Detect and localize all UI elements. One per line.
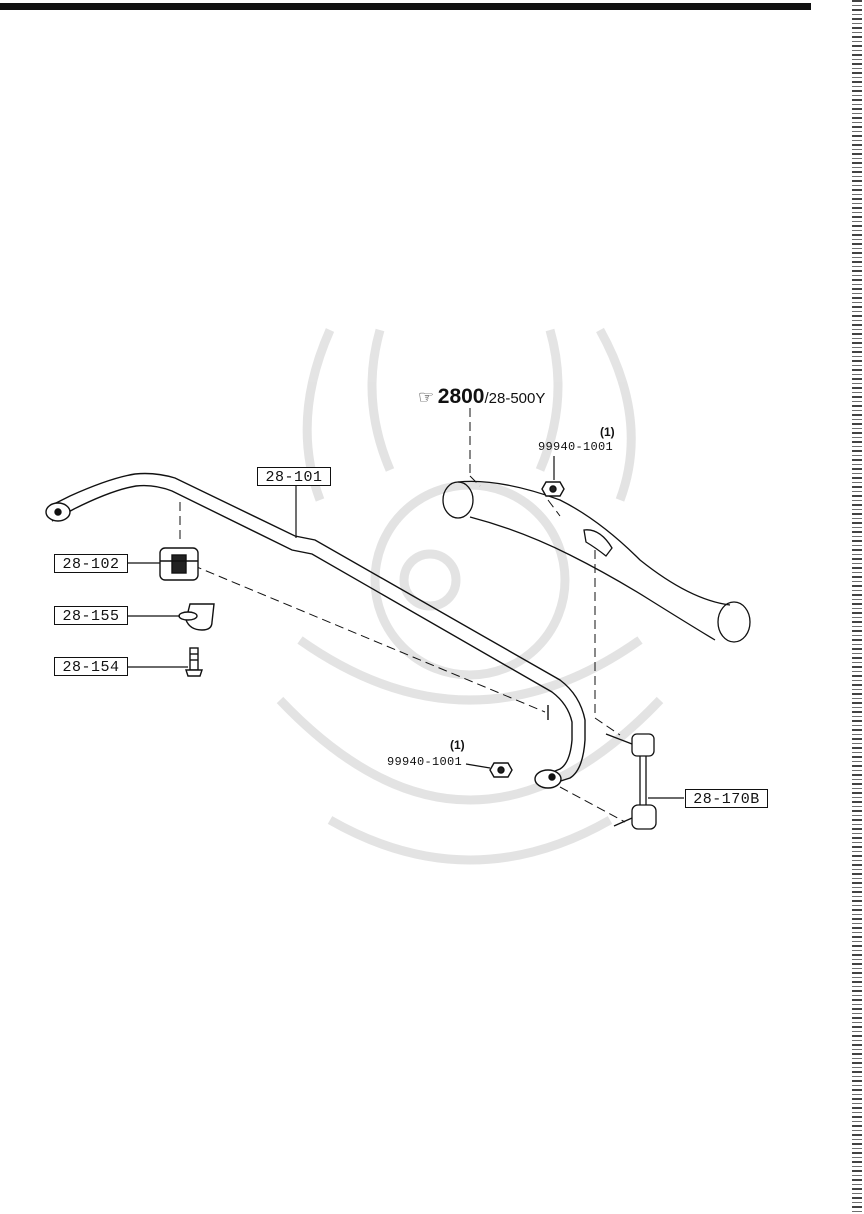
pointing-hand-icon: ☞ [418,387,435,408]
reference-main: 2800 [437,385,485,408]
nut-lower-number[interactable]: 99940-1001 [387,755,463,769]
nut-lower-icon [489,762,513,778]
nut-lower-qty: (1) [450,738,465,752]
page-edge-pattern [852,0,862,1214]
reference-sub: /28-500Y [484,390,546,407]
link-rod [605,733,657,830]
leader-lines [128,456,684,799]
callout-bracket[interactable]: 28-155 [54,606,132,629]
callout-bolt[interactable]: 28-154 [54,657,132,680]
assembly-lines [179,408,626,823]
bolt-part [185,647,203,677]
bracket-part [178,603,215,631]
reference-label[interactable]: ☞ 2800/28-500Y [418,385,545,409]
callout-bushing[interactable]: 28-102 [54,554,132,577]
header-rule [0,3,811,10]
stabilizer-bar [45,472,586,789]
lower-arm [442,480,751,643]
nut-upper-number[interactable]: 99940-1001 [538,440,614,454]
callout-stabilizer-bar[interactable]: 28-101 [257,467,335,490]
nut-upper-icon [541,481,565,497]
nut-upper-qty: (1) [600,425,615,439]
callout-control-link[interactable]: 28-170B [685,789,772,812]
watermark-logo [276,327,664,865]
bushing-part [159,547,199,581]
